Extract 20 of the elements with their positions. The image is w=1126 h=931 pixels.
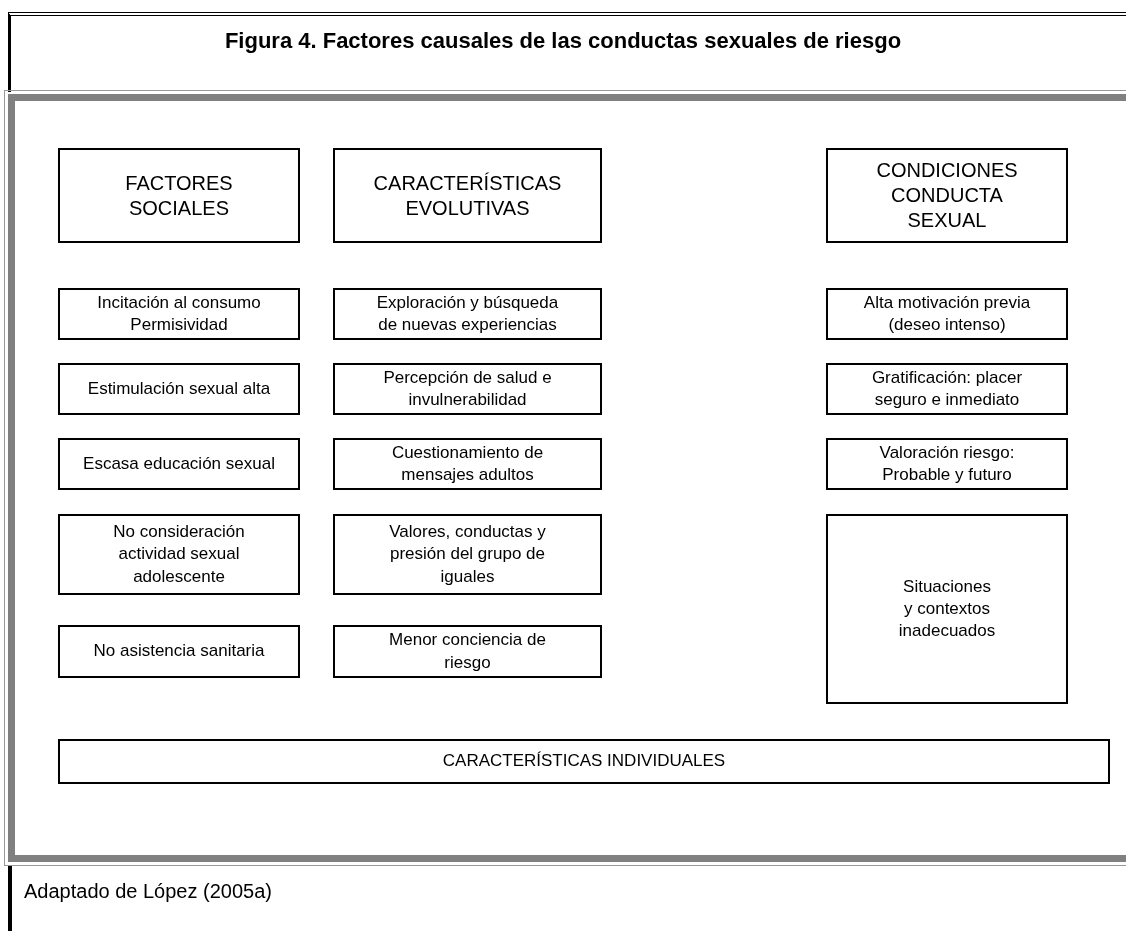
factor-box: Gratificación: placer seguro e inmediato bbox=[826, 363, 1068, 415]
source-caption: Adaptado de López (2005a) bbox=[24, 880, 272, 903]
factor-box: No asistencia sanitaria bbox=[58, 625, 300, 678]
category-header-box: CONDICIONES CONDUCTA SEXUAL bbox=[826, 148, 1068, 243]
factor-box: Alta motivación previa (deseo intenso) bbox=[826, 288, 1068, 340]
figure-title: Figura 4. Factores causales de las conductas sexuales de riesgo bbox=[224, 28, 902, 54]
factor-box: Valoración riesgo: Probable y futuro bbox=[826, 438, 1068, 490]
factor-box: CARACTERÍSTICAS INDIVIDUALES bbox=[58, 739, 1110, 784]
factor-box: Exploración y búsqueda de nuevas experiencias bbox=[333, 288, 602, 340]
factor-box: Escasa educación sexual bbox=[58, 438, 300, 490]
factor-box: Incitación al consumo Permisividad bbox=[58, 288, 300, 340]
factor-box: Situaciones y contextos inadecuados bbox=[826, 514, 1068, 704]
factor-box: No consideración actividad sexual adolescente bbox=[58, 514, 300, 595]
category-header-box: FACTORES SOCIALES bbox=[58, 148, 300, 243]
factor-box: Valores, conductas y presión del grupo de iguales bbox=[333, 514, 602, 595]
category-header-box: CARACTERÍSTICAS EVOLUTIVAS bbox=[333, 148, 602, 243]
factor-box: Estimulación sexual alta bbox=[58, 363, 300, 415]
factor-box: Cuestionamiento de mensajes adultos bbox=[333, 438, 602, 490]
factor-box: Menor conciencia de riesgo bbox=[333, 625, 602, 678]
factor-box: Percepción de salud e invulnerabilidad bbox=[333, 363, 602, 415]
